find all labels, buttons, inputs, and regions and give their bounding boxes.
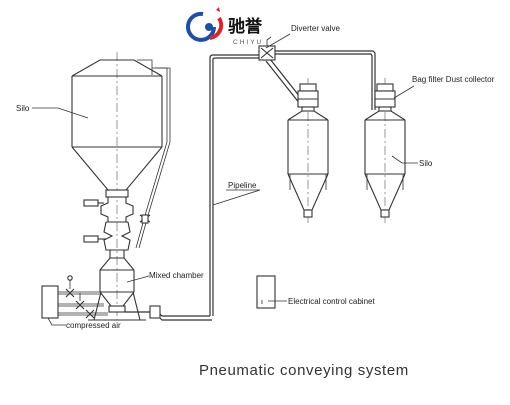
label-silo-main: Silo xyxy=(16,104,30,113)
label-pipeline: Pipeline xyxy=(228,181,257,190)
label-diverter-valve: Diverter valve xyxy=(291,24,340,33)
label-bag-filter: Bag filter Dust collector xyxy=(412,75,495,84)
compressed-air-unit xyxy=(41,275,108,319)
label-compressed-air: compressed air xyxy=(66,321,121,330)
discharge-valve-stack xyxy=(83,197,134,258)
pipeline-route xyxy=(125,50,376,321)
leader-lines xyxy=(32,33,418,326)
mixed-chamber-vessel xyxy=(88,257,146,321)
label-silo-receiving: Silo xyxy=(419,159,433,168)
receiving-silo-left xyxy=(287,78,329,226)
electrical-control-cabinet xyxy=(256,275,276,309)
logo-emblem-icon xyxy=(186,7,224,42)
label-electrical-cabinet: Electrical control cabinet xyxy=(288,297,375,306)
brand-logo: 驰誉 CHIYU xyxy=(186,7,263,46)
diverter-valve xyxy=(258,36,276,61)
main-silo xyxy=(71,52,163,320)
label-mixed-chamber: Mixed chamber xyxy=(149,271,204,280)
logo-chinese-name: 驰誉 xyxy=(228,16,263,36)
logo-latin-name: CHIYU xyxy=(233,39,263,46)
receiving-silo-right xyxy=(364,78,406,226)
vent-pipe xyxy=(135,59,171,249)
diagram-title: Pneumatic conveying system xyxy=(199,362,409,379)
